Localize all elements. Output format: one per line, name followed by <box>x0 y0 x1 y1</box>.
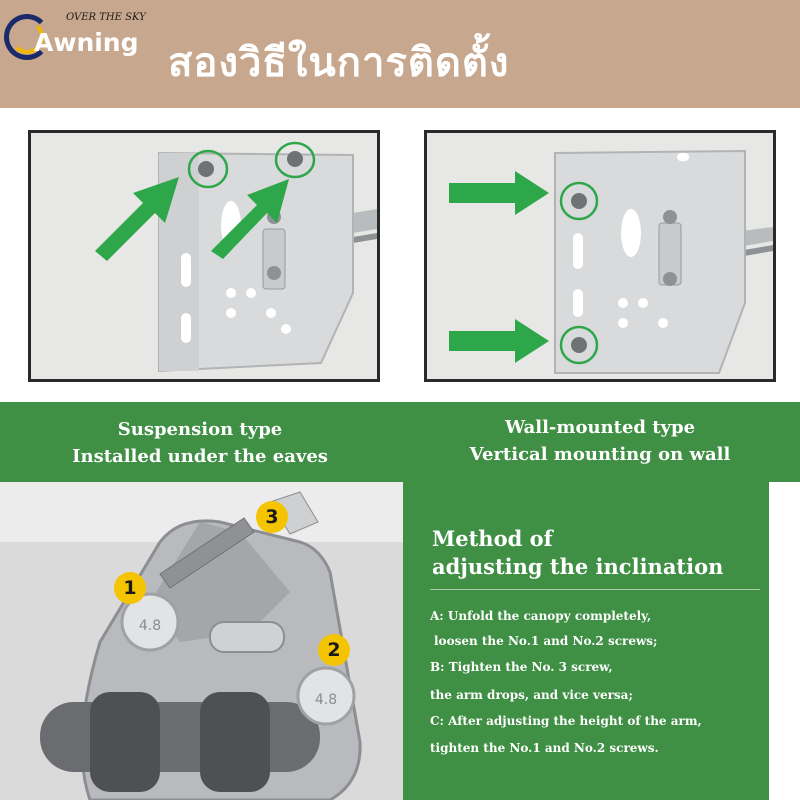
wall-mounted-photo <box>424 130 776 382</box>
round-hole <box>226 288 236 298</box>
side-screw <box>571 337 587 353</box>
suspension-caption: Suspension type Installed under the eave… <box>0 416 400 470</box>
header-band <box>0 0 800 108</box>
oval-slot <box>209 621 285 653</box>
nut <box>267 266 281 280</box>
brand-logo: OVER THE SKY Awning <box>4 6 154 64</box>
brand-tagline: OVER THE SKY <box>66 12 146 23</box>
bolt-2-marking: 4.8 <box>315 692 337 708</box>
suspension-photo <box>28 130 380 382</box>
round-hole <box>618 298 628 308</box>
arrow-icon <box>211 179 289 259</box>
suspension-caption-title: Suspension type <box>117 419 283 440</box>
roller-band <box>90 692 160 792</box>
method-title: Method of adjusting the inclination <box>432 525 723 581</box>
page-headline: สองวิธีในการติดตั้ง <box>168 40 510 86</box>
screw-highlight <box>274 141 316 179</box>
screw-highlight <box>187 149 229 189</box>
logo-arc-icon <box>10 20 44 54</box>
method-step-b: B: Tighten the No. 3 screw, <box>430 660 613 674</box>
suspension-caption-subtitle: Installed under the eaves <box>72 446 328 467</box>
wall-caption: Wall-mounted type Vertical mounting on w… <box>400 414 800 468</box>
side-screw <box>571 193 587 209</box>
round-hole <box>266 308 276 318</box>
method-step-c-cont: tighten the No.1 and No.2 screws. <box>430 741 659 755</box>
method-divider <box>430 589 760 590</box>
nut <box>663 210 677 224</box>
casting-recess <box>150 522 290 642</box>
arrow-icon <box>95 177 179 261</box>
slot-hole <box>181 313 191 343</box>
round-hole <box>618 318 628 328</box>
round-hole <box>226 308 236 318</box>
method-step-a: A: Unfold the canopy completely, <box>430 609 652 623</box>
slot-hole <box>677 153 689 161</box>
roller-band <box>200 692 270 792</box>
slot-hole <box>573 289 583 317</box>
round-hole <box>658 318 668 328</box>
wall-bracket-illustration <box>427 133 773 379</box>
right-margin <box>769 482 800 800</box>
adjustment-detail-photo: 4.8 4.8 <box>0 482 403 800</box>
method-step-b-cont: the arm drops, and vice versa; <box>430 688 633 702</box>
badge-1: 1 <box>114 572 146 604</box>
arrow-icon <box>449 171 549 215</box>
brand-name: Awning <box>34 28 139 57</box>
wall-caption-title: Wall-mounted type <box>504 417 696 438</box>
round-hole <box>281 324 291 334</box>
round-hole <box>246 288 256 298</box>
screw-highlight <box>559 325 599 365</box>
oval-hole <box>621 209 641 257</box>
method-step-a-cont: loosen the No.1 and No.2 screws; <box>434 634 658 648</box>
round-hole <box>638 298 648 308</box>
wall-caption-subtitle: Vertical mounting on wall <box>469 444 731 465</box>
suspension-bracket-illustration <box>31 133 377 379</box>
roller <box>40 702 320 772</box>
screw-highlight <box>559 181 599 221</box>
arrow-icon <box>449 319 549 363</box>
logo-ring-icon <box>4 14 50 60</box>
bolt-1-marking: 4.8 <box>139 618 161 634</box>
slot-hole <box>573 233 583 269</box>
adjustment-screw <box>159 517 255 589</box>
adjustment-mechanism-illustration: 4.8 4.8 <box>0 482 403 800</box>
nut <box>663 272 677 286</box>
bolt-1 <box>120 592 180 652</box>
method-title-line1: Method of <box>432 526 553 551</box>
badge-3: 3 <box>256 501 288 533</box>
bracket-plate <box>554 149 746 374</box>
top-screw <box>287 151 303 167</box>
top-screw <box>198 161 214 177</box>
bolt-2 <box>296 666 356 726</box>
badge-2: 2 <box>318 634 350 666</box>
method-step-c: C: After adjusting the height of the arm… <box>430 714 702 728</box>
slot-hole <box>181 253 191 287</box>
method-title-line2: adjusting the inclination <box>432 554 724 579</box>
caption-banner <box>0 402 800 496</box>
method-panel <box>403 482 769 800</box>
